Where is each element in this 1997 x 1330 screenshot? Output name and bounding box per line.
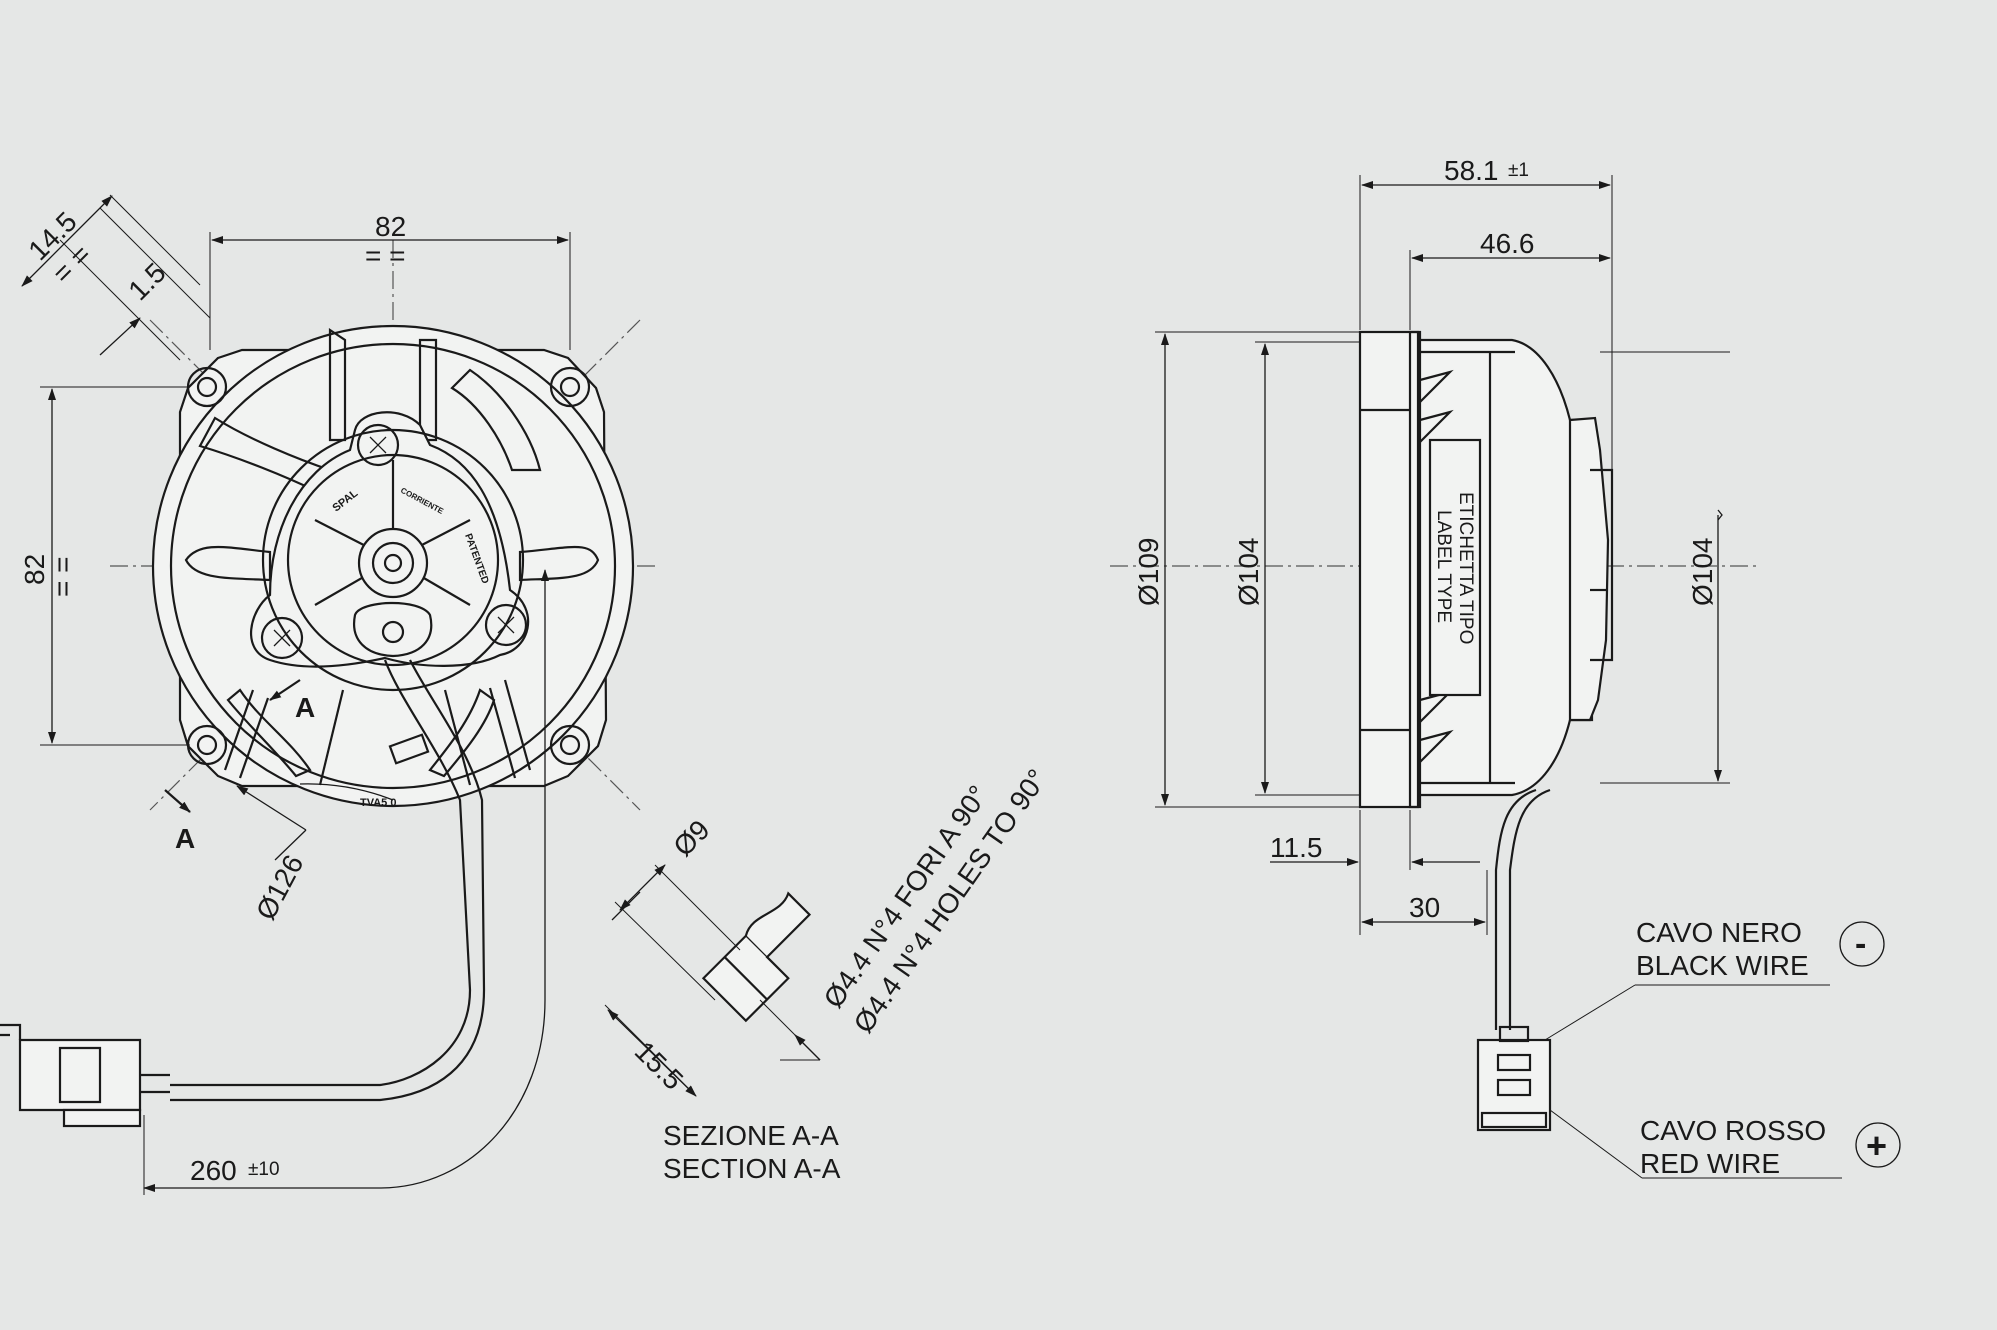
side-cable	[1494, 788, 1551, 1030]
label-panel	[1428, 438, 1482, 697]
red-wire-callout: CAVO ROSSO RED WIRE +	[1549, 1109, 1901, 1179]
black-wire-en: BLACK WIRE	[1636, 950, 1809, 981]
dim-width-text: 82	[375, 211, 406, 242]
dim-flange-depth-text: 11.5	[1270, 832, 1322, 863]
positive-symbol: +	[1866, 1125, 1887, 1166]
rear-cap	[1568, 416, 1610, 722]
dim-flange-diameter: Ø109	[1133, 331, 1360, 808]
dim-total-tol: ±1	[1508, 160, 1529, 181]
dim-cable-length: 260 ±10	[143, 569, 549, 1195]
black-wire-it: CAVO NERO	[1636, 917, 1802, 948]
dim-width-sym: = =	[365, 240, 405, 271]
negative-symbol: -	[1855, 925, 1866, 963]
section-title-it: SEZIONE A-A	[663, 1120, 839, 1151]
dim-body-text: 46.6	[1480, 228, 1535, 259]
flange-plate	[1358, 330, 1420, 809]
hub-center	[357, 527, 429, 599]
dim-body-dia-text: Ø104	[1233, 538, 1264, 607]
dim-diameter-126: Ø126	[236, 785, 310, 925]
black-wire-callout: CAVO NERO BLACK WIRE -	[1544, 917, 1885, 1041]
svg-text:A: A	[295, 692, 315, 723]
dim-body-length: 46.6	[1409, 228, 1611, 330]
cable-length-text: 260	[190, 1155, 237, 1186]
red-wire-en: RED WIRE	[1640, 1148, 1780, 1179]
dim-body-diameter: Ø104	[1233, 341, 1360, 796]
wire-grommet	[353, 601, 433, 658]
cable-tolerance-text: ±10	[248, 1159, 280, 1180]
dim-width-82: 82 = =	[209, 211, 571, 350]
dim-right-diameter: Ø104	[1600, 351, 1730, 784]
side-connector	[1476, 1025, 1552, 1132]
negative-icon	[1839, 921, 1885, 967]
section-profile	[701, 891, 812, 1023]
section-title-en: SECTION A-A	[663, 1153, 841, 1184]
dim-offset-diagonal: 14.5 = = 1.5	[21, 194, 211, 361]
front-view: SPAL CORRIENTE PATENTED TVA5 0 A A	[0, 194, 660, 1195]
front-connector	[0, 1023, 170, 1128]
dim-flange-dia-text: Ø109	[1133, 538, 1164, 607]
label-en: LABEL TYPE	[1433, 510, 1454, 623]
red-wire-it: CAVO ROSSO	[1640, 1115, 1826, 1146]
dim-offset-b-text: 1.5	[122, 257, 171, 306]
dim-cable-offset-text: 30	[1409, 892, 1440, 923]
dim-flange-depth: 11.5	[1270, 810, 1480, 935]
section-dia-9: Ø9	[667, 814, 715, 862]
section-depth-15-5: 15.5	[629, 1035, 689, 1095]
dim-cable-offset: 30	[1361, 870, 1488, 935]
side-view: ETICHETTA TIPO LABEL TYPE 58.1 ±1 46	[1110, 155, 1901, 1179]
dim-height-text: 82	[19, 554, 50, 585]
dim-right-dia-text: Ø104	[1687, 538, 1718, 607]
section-view: Ø9 15.5 Ø4.4 N°4 FORI A 90° Ø4.4 N°4 HOL…	[604, 763, 1053, 1184]
dim-total-length: 58.1 ±1	[1359, 155, 1613, 470]
svg-text:A: A	[175, 823, 195, 854]
dim-total-text: 58.1	[1444, 155, 1499, 186]
rim-text: TVA5 0	[360, 797, 396, 809]
positive-icon	[1855, 1122, 1901, 1168]
dim-height-sym: = =	[47, 557, 78, 597]
label-it: ETICHETTA TIPO	[1455, 492, 1476, 644]
dim-diameter-126-text: Ø126	[250, 850, 310, 925]
section-marker-bottom: A	[164, 789, 195, 854]
